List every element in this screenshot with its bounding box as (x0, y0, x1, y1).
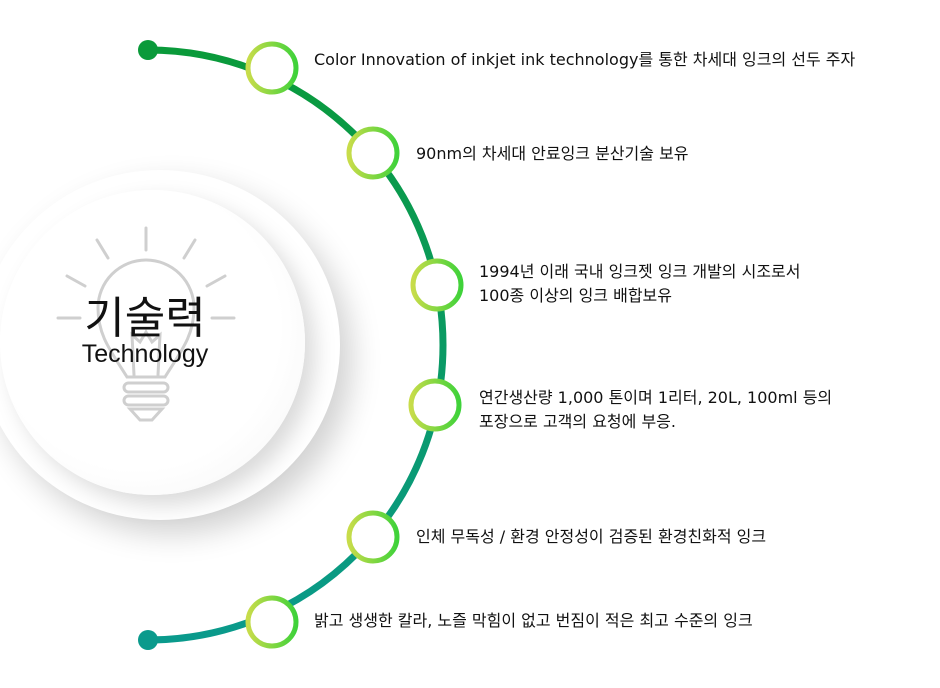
timeline-node (245, 41, 299, 95)
item-text: 연간생산량 1,000 톤이며 1리터, 20L, 100ml 등의 (479, 388, 833, 407)
item-text: 90nm의 차세대 안료잉크 분산기술 보유 (416, 144, 689, 163)
list-item: 1994년 이래 국내 잉크젯 잉크 개발의 시조로서 100종 이상의 잉크 배… (479, 260, 800, 308)
item-text: 포장으로 고객의 요청에 부응. (479, 412, 676, 431)
lightbulb-icon (56, 226, 236, 422)
list-item: 밝고 생생한 칼라, 노즐 막힘이 없고 번짐이 적은 최고 수준의 잉크 (314, 609, 753, 633)
timeline-node (346, 126, 400, 180)
timeline-node (410, 258, 464, 312)
center-title: 기술력 (84, 294, 206, 343)
timeline-node (408, 378, 462, 432)
arc-start-dot (138, 40, 158, 60)
arc-end-dot (138, 630, 158, 650)
center-subtitle: Technology (81, 340, 209, 368)
item-text: 밝고 생생한 칼라, 노즐 막힘이 없고 번짐이 적은 최고 수준의 잉크 (314, 611, 753, 630)
list-item: Color Innovation of inkjet ink technolog… (314, 48, 855, 72)
timeline-node (245, 595, 299, 649)
item-text: 1994년 이래 국내 잉크젯 잉크 개발의 시조로서 (479, 262, 801, 281)
list-item: 인체 무독성 / 환경 안정성이 검증된 환경친화적 잉크 (416, 525, 766, 549)
item-text: 인체 무독성 / 환경 안정성이 검증된 환경친화적 잉크 (416, 527, 767, 546)
list-item: 90nm의 차세대 안료잉크 분산기술 보유 (416, 142, 689, 166)
item-text: 100종 이상의 잉크 배합보유 (479, 286, 672, 305)
timeline-node (346, 510, 400, 564)
item-text: Color Innovation of inkjet ink technolog… (314, 50, 856, 69)
